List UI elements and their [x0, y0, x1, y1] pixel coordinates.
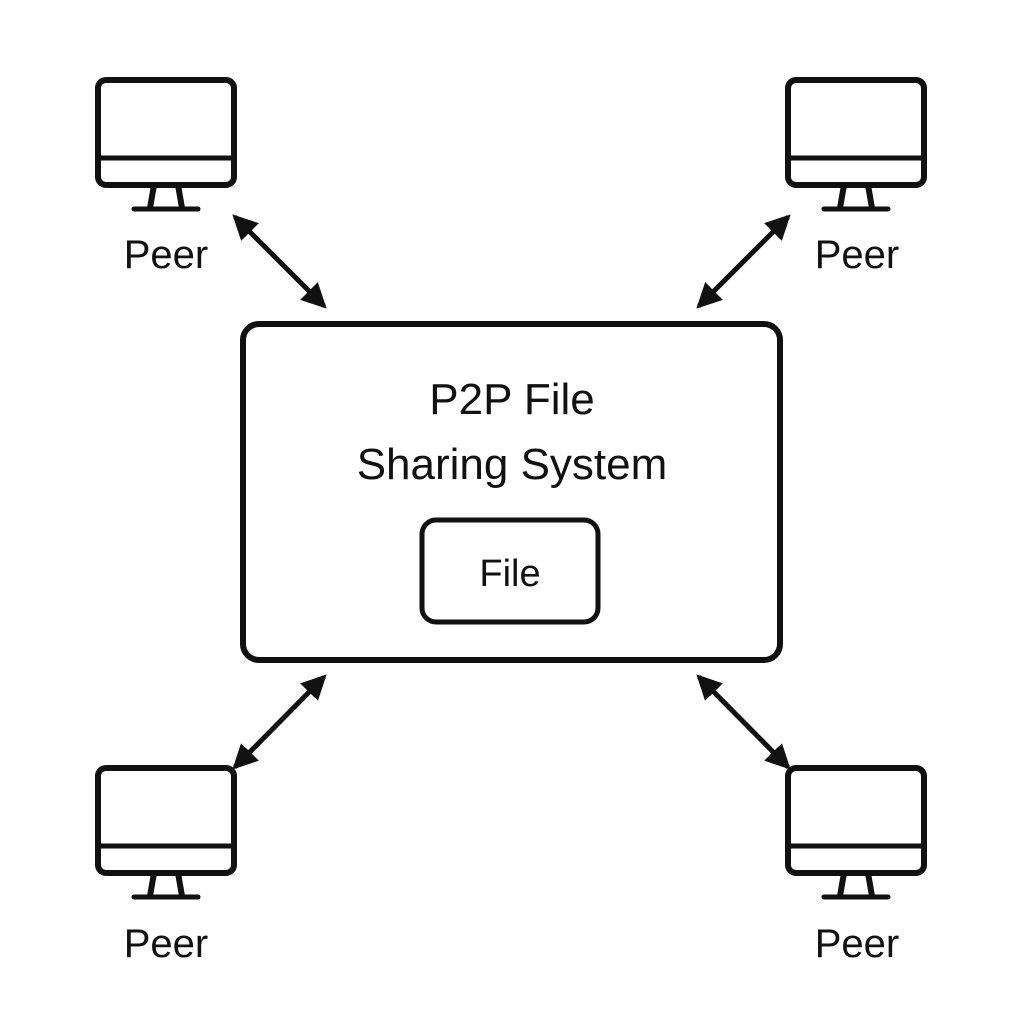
- system-title-line1: P2P File: [429, 375, 595, 424]
- monitor-icon: [785, 765, 927, 900]
- peer-bottom-right: Peer: [785, 765, 927, 966]
- system-box: P2P File Sharing System: [240, 321, 783, 663]
- file-label: File: [479, 553, 540, 595]
- peer-label: Peer: [124, 922, 209, 966]
- peer-label: Peer: [124, 233, 209, 277]
- arrow-top-right: [696, 214, 791, 309]
- file-box: File: [419, 517, 601, 625]
- arrow-bottom-right: [696, 674, 791, 770]
- arrow-bottom-left: [232, 674, 327, 770]
- system-title-line2: Sharing System: [357, 440, 668, 489]
- peer-bottom-left: Peer: [95, 765, 237, 966]
- peer-label: Peer: [815, 922, 900, 966]
- monitor-icon: [785, 77, 927, 212]
- peer-label: Peer: [815, 233, 900, 277]
- peer-top-right: Peer: [785, 77, 927, 277]
- monitor-icon: [95, 77, 237, 212]
- peer-top-left: Peer: [95, 77, 237, 277]
- arrow-top-left: [232, 214, 327, 309]
- monitor-icon: [95, 765, 237, 900]
